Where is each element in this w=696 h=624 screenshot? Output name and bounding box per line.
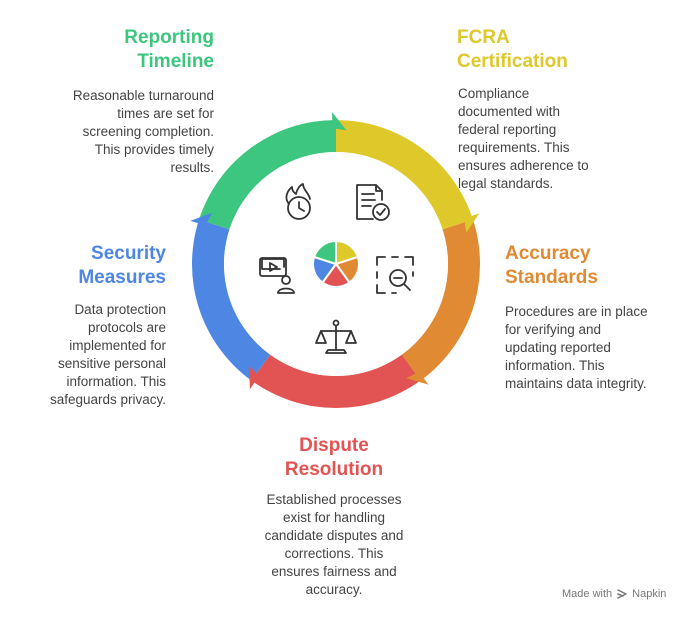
reporting-timeline-title: Reporting Timeline xyxy=(124,27,214,72)
certified-document-icon xyxy=(356,184,390,221)
accuracy-standards-title: Accuracy Standards xyxy=(505,243,598,288)
ring-segment-dispute xyxy=(251,354,421,409)
ring-segment-fcra xyxy=(336,120,473,230)
security-measures-title: Security Measures xyxy=(78,243,166,288)
ring-arrow-fcra xyxy=(464,213,480,233)
ring-segment-security xyxy=(191,219,271,381)
ring-arrow-accuracy xyxy=(406,371,429,385)
ring-arrow-dispute xyxy=(248,365,259,390)
ring-segment-reporting xyxy=(199,120,336,230)
fcra-certification-description: Compliance documented with federal repor… xyxy=(458,86,589,191)
clock-fire-icon xyxy=(285,183,311,220)
ring xyxy=(190,112,480,409)
made-with-label: Made with xyxy=(562,588,613,600)
search-zoom-icon xyxy=(376,256,414,294)
napkin-logo-icon xyxy=(617,589,627,599)
fcra-certification-title: FCRA Certification xyxy=(457,27,568,72)
ring-arrow-reporting xyxy=(332,112,347,131)
video-user-icon xyxy=(259,257,295,294)
mini-pie-slice-reporting xyxy=(312,239,337,266)
mini-pie xyxy=(312,239,360,288)
scales-icon xyxy=(315,319,357,354)
ring-segment-accuracy xyxy=(401,219,480,381)
napkin-brand-label: Napkin xyxy=(632,588,667,600)
accuracy-standards-description: Procedures are in place for verifying an… xyxy=(505,304,648,391)
dispute-resolution-description: Established processes exist for handling… xyxy=(264,492,404,597)
ring-arrow-security xyxy=(190,212,213,226)
reporting-timeline-description: Reasonable turnaround times are set for … xyxy=(72,88,214,175)
napkin-watermark: Made with Napkin xyxy=(562,588,666,600)
dispute-resolution-title: Dispute Resolution xyxy=(284,435,384,480)
security-measures-description: Data protection protocols are implemente… xyxy=(49,302,166,407)
